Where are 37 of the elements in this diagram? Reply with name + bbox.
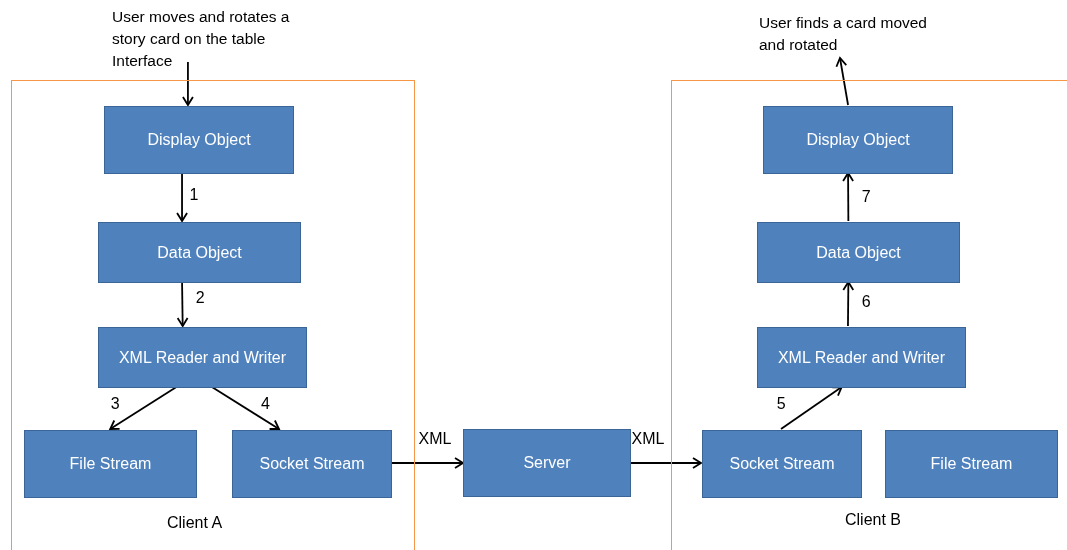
edge-label: 3 [110,395,120,413]
process-box: Socket Stream [702,430,862,498]
arrow [182,61,194,106]
arrow [835,57,849,106]
arrow [630,457,702,469]
arrow [176,281,189,327]
arrow [842,281,855,327]
edge-label: 7 [861,188,871,206]
edge-label: XML [418,430,452,448]
frame-label: Client B [845,511,902,529]
edge-label: 4 [260,395,270,413]
arrow [780,386,843,430]
process-box: Socket Stream [232,430,392,498]
client-frame [671,80,1067,550]
arrow [390,457,464,469]
process-box: File Stream [885,430,1058,498]
process-box: XML Reader and Writer [98,327,307,388]
arrow [211,386,280,430]
process-box: Data Object [98,222,301,283]
user-action-text: User moves and rotates a story card on the table Interface [112,6,304,76]
arrow [109,386,178,430]
client-frame [11,80,415,550]
arrow [842,172,854,222]
edge-label: 5 [776,395,786,413]
process-box: XML Reader and Writer [757,327,966,388]
edge-label: 2 [195,289,205,307]
process-box: File Stream [24,430,197,498]
frame-label: Client A [167,514,223,532]
process-box: Display Object [104,106,294,174]
process-box: Display Object [763,106,953,174]
process-box: Server [463,429,631,497]
user-action-text: User finds a card moved and rotated [759,12,941,58]
edge-label: 1 [189,186,199,204]
edge-label: XML [631,430,665,448]
process-box: Data Object [757,222,960,283]
edge-label: 6 [861,293,871,311]
arrow [176,172,188,222]
